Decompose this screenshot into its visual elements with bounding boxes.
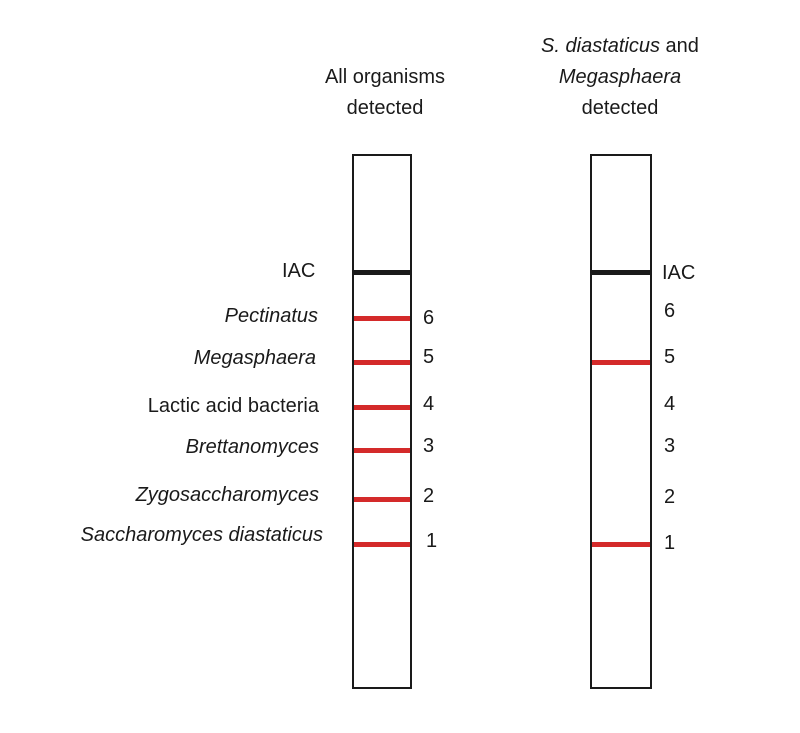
test-band-5-2 <box>592 360 650 365</box>
control-band-iac-2 <box>592 270 650 275</box>
test-band-6 <box>354 316 410 321</box>
test-band-1 <box>354 542 410 547</box>
control-band-iac <box>354 270 410 275</box>
organism-label-3: Brettanomyces <box>185 436 319 458</box>
strip-2-title-and: and <box>660 35 699 57</box>
band-number-6-right: 6 <box>664 300 676 322</box>
test-band-5 <box>354 360 410 365</box>
organism-label-5: Megasphaera <box>193 347 316 369</box>
organism-label-6: Pectinatus <box>224 305 318 327</box>
organism-label-4: Lactic acid bacteria <box>147 395 319 417</box>
band-number-5-right: 5 <box>664 346 676 368</box>
strip-1-title-line-2: detected <box>346 97 424 119</box>
strip-2-title-line-3: detected <box>581 97 659 119</box>
organism-label-1: Saccharomyces diastaticus <box>80 524 323 546</box>
test-band-1-2 <box>592 542 650 547</box>
strip-2-title: S. diastaticus and Megasphaera detected <box>505 31 735 124</box>
band-number-3-left: 3 <box>423 435 435 457</box>
strip-1-title-line-1: All organisms <box>324 66 446 88</box>
test-strip-all-organisms <box>352 154 412 689</box>
band-number-5-left: 5 <box>423 346 435 368</box>
strip-2-title-italic-organism-2: Megasphaera <box>558 66 682 88</box>
band-number-1-left: 1 <box>426 530 438 552</box>
strip-2-title-line-2: Megasphaera <box>505 62 735 93</box>
test-band-4 <box>354 405 410 410</box>
strip-2-title-italic-organism: S. diastaticus <box>541 35 660 57</box>
band-number-1-right: 1 <box>664 532 676 554</box>
strip-2-title-line-1: S. diastaticus and <box>505 31 735 62</box>
band-number-2-left: 2 <box>423 485 435 507</box>
control-label-right: IAC <box>662 262 696 284</box>
band-number-4-left: 4 <box>423 393 435 415</box>
band-number-2-right: 2 <box>664 486 676 508</box>
control-label-left: IAC <box>282 260 316 282</box>
test-band-3 <box>354 448 410 453</box>
band-number-4-right: 4 <box>664 393 676 415</box>
test-strip-sd-megasphaera <box>590 154 652 689</box>
band-number-3-right: 3 <box>664 435 676 457</box>
organism-label-2: Zygosaccharomyces <box>135 484 319 506</box>
band-number-6-left: 6 <box>423 307 435 329</box>
strip-1-title: All organisms detected <box>280 62 490 124</box>
test-band-2 <box>354 497 410 502</box>
